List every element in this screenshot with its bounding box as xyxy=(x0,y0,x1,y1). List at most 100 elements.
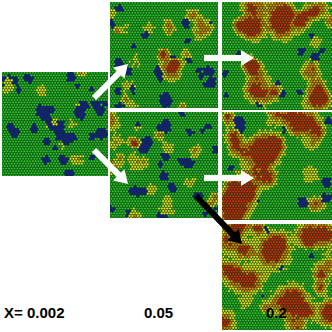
atom-dot xyxy=(160,14,163,17)
atom-dot xyxy=(114,16,117,19)
atom-dot xyxy=(8,128,11,131)
atom-dot xyxy=(40,150,43,153)
atom-dot xyxy=(37,77,40,80)
atom-dot xyxy=(27,94,30,97)
atom-dot xyxy=(194,14,197,17)
atom-dot xyxy=(23,126,26,129)
atom-dot xyxy=(87,106,90,109)
atom-dot xyxy=(6,96,9,99)
atom-dot xyxy=(13,172,16,175)
atom-dot xyxy=(65,91,68,94)
atom-dot xyxy=(31,77,34,80)
atom-dot xyxy=(2,175,3,176)
atom-dot xyxy=(187,16,190,19)
atom-dot xyxy=(75,153,78,156)
atom-dot xyxy=(55,153,58,156)
atom-dot xyxy=(31,81,34,84)
atom-dot xyxy=(200,4,203,7)
atom-dot xyxy=(10,99,13,102)
atom-dot xyxy=(29,175,32,176)
atom-dot xyxy=(208,14,211,17)
atom-dot xyxy=(101,145,104,148)
atom-dot xyxy=(44,118,47,121)
atom-dot xyxy=(44,148,47,151)
atom-dot xyxy=(2,133,5,136)
atom-dot xyxy=(26,101,29,104)
atom-dot xyxy=(141,14,144,17)
atom-dot xyxy=(43,101,46,104)
atom-dot xyxy=(6,175,9,176)
atom-dot xyxy=(96,175,99,176)
atom-dot xyxy=(76,106,79,109)
atom-dot xyxy=(47,108,50,111)
atom-dot xyxy=(82,160,85,163)
atom-dot xyxy=(26,126,29,129)
atom-dot xyxy=(89,113,92,116)
atom-dot xyxy=(58,153,61,156)
atom-dot xyxy=(19,138,22,141)
atom-dot xyxy=(38,148,41,151)
atom-dot xyxy=(97,118,100,121)
atom-dot xyxy=(48,175,51,176)
atom-dot xyxy=(167,11,170,14)
atom-dot xyxy=(36,148,39,151)
atom-dot xyxy=(3,101,6,104)
atom-dot xyxy=(61,153,64,156)
atom-dot xyxy=(17,170,20,173)
atom-dot xyxy=(71,96,74,99)
atom-dot xyxy=(47,74,50,77)
atom-dot xyxy=(100,99,103,102)
atom-dot xyxy=(71,140,74,143)
atom-dot xyxy=(29,160,32,163)
atom-dot xyxy=(10,104,13,107)
atom-dot xyxy=(142,21,145,24)
atom-dot xyxy=(87,86,90,89)
atom-dot xyxy=(80,84,83,87)
atom-dot xyxy=(155,4,158,7)
atom-dot xyxy=(124,9,127,12)
atom-dot xyxy=(82,126,85,129)
atom-dot xyxy=(195,7,198,10)
atom-dot xyxy=(9,86,12,89)
atom-dot xyxy=(10,162,13,165)
atom-dot xyxy=(26,170,29,173)
atom-dot xyxy=(106,108,108,111)
atom-dot xyxy=(121,14,124,17)
atom-dot xyxy=(44,153,47,156)
atom-dot xyxy=(8,162,11,165)
atom-dot xyxy=(127,19,130,22)
atom-dot xyxy=(9,77,12,80)
atom-dot xyxy=(72,162,75,165)
atom-dot xyxy=(104,96,107,99)
atom-dot xyxy=(24,99,27,102)
atom-dot xyxy=(12,126,15,129)
atom-dot xyxy=(54,145,57,148)
atom-dot xyxy=(50,162,53,165)
atom-dot xyxy=(54,116,57,119)
atom-dot xyxy=(156,7,159,10)
atom-dot xyxy=(17,155,20,158)
atom-dot xyxy=(193,16,196,19)
atom-dot xyxy=(179,16,182,19)
atom-dot xyxy=(16,153,19,156)
atom-dot xyxy=(93,106,96,109)
atom-dot xyxy=(214,9,217,12)
atom-dot xyxy=(26,140,29,143)
atom-dot xyxy=(41,89,44,92)
atom-dot xyxy=(12,135,15,138)
atom-dot xyxy=(131,7,134,10)
atom-dot xyxy=(19,123,22,126)
atom-dot xyxy=(61,99,64,102)
atom-dot xyxy=(75,113,78,116)
atom-dot xyxy=(41,123,44,126)
atom-dot xyxy=(73,150,76,153)
atom-dot xyxy=(36,157,39,160)
atom-dot xyxy=(38,99,41,102)
atom-dot xyxy=(99,116,102,119)
atom-dot xyxy=(55,89,58,92)
atom-dot xyxy=(37,91,40,94)
atom-dot xyxy=(5,113,8,116)
atom-dot xyxy=(90,135,93,138)
atom-dot xyxy=(20,165,23,168)
atom-dot xyxy=(64,79,67,82)
